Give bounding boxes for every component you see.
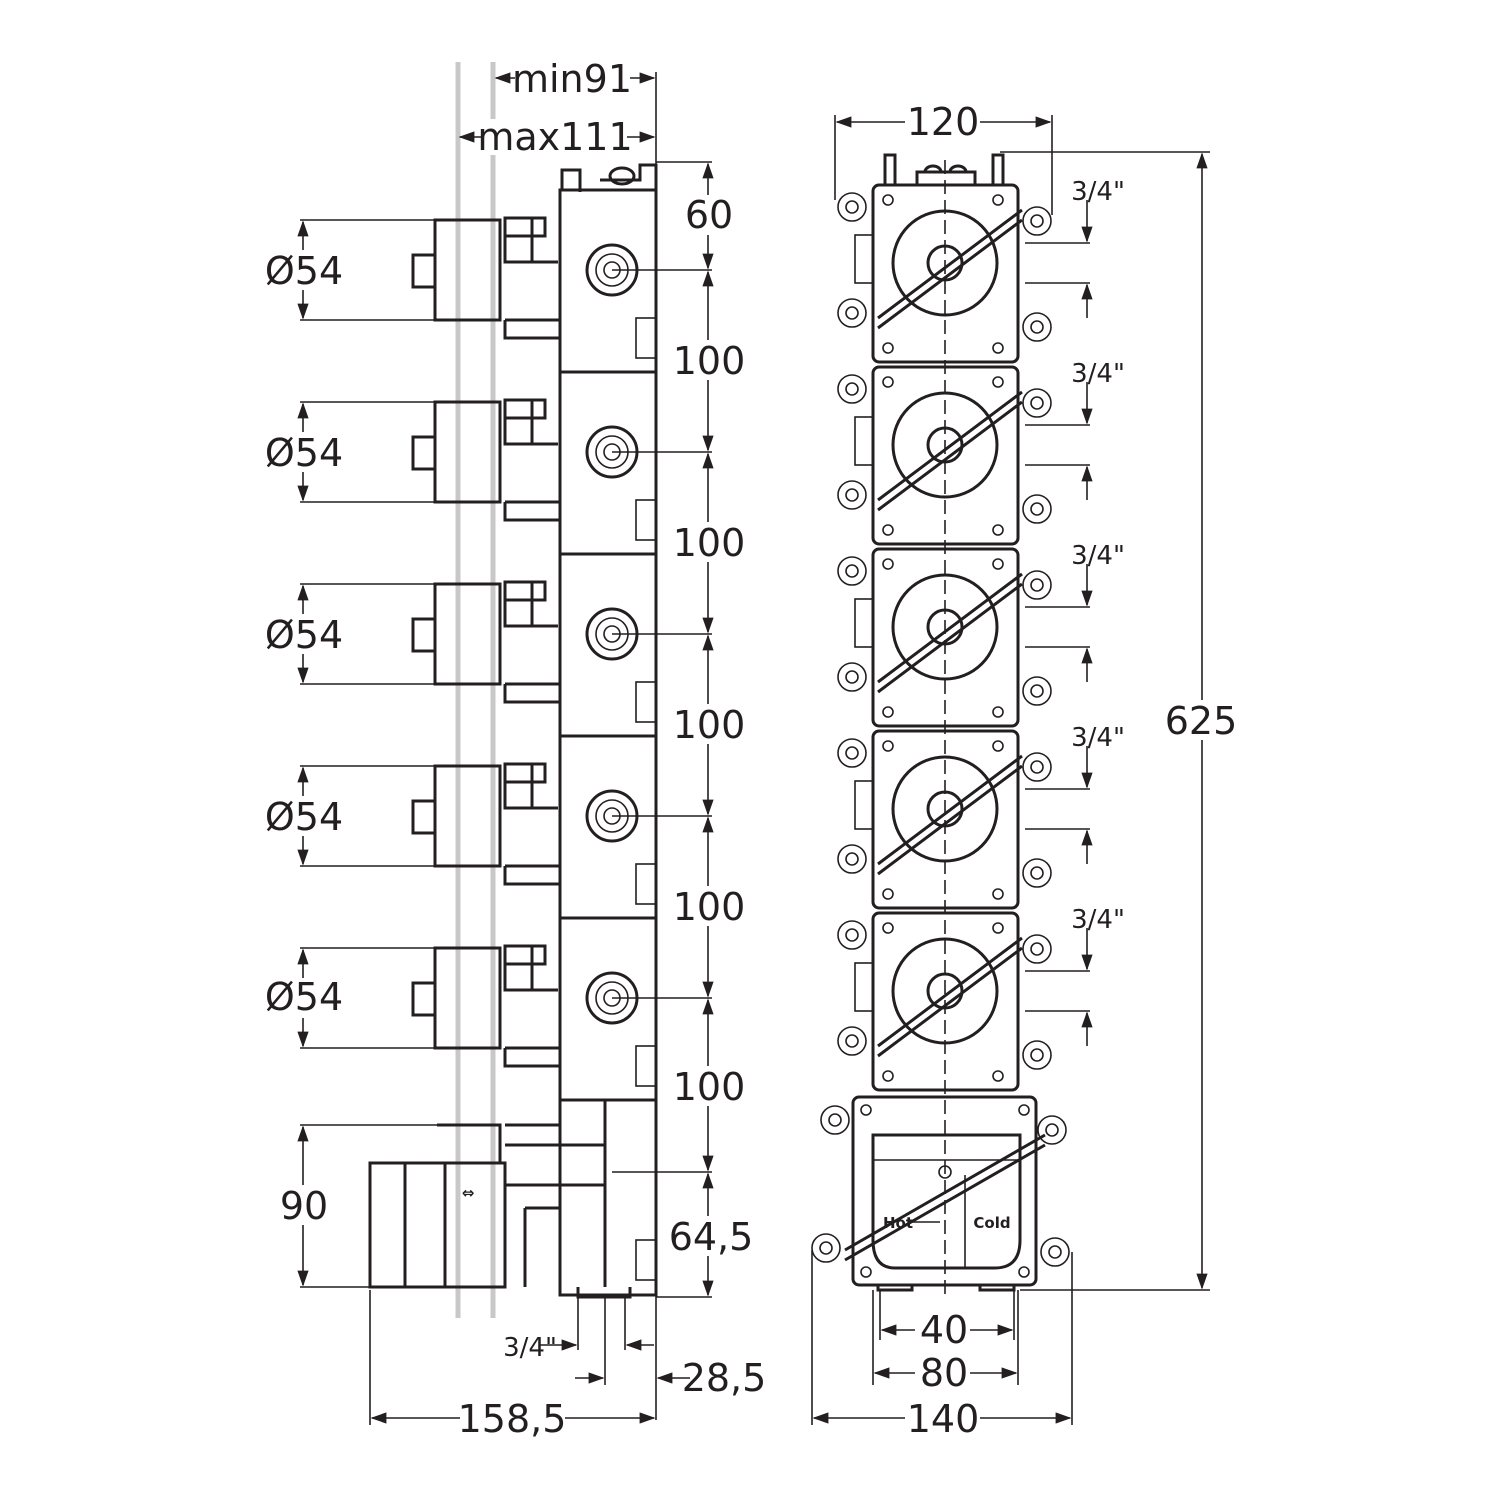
base-diverter: ⇔ xyxy=(368,1100,657,1299)
wall-max-label: max111 xyxy=(477,115,632,159)
inlet-spacing-label: 40 xyxy=(920,1308,968,1352)
spacing-label: 100 xyxy=(673,521,746,565)
valve-stem xyxy=(411,762,657,905)
wall-max-label-bg xyxy=(482,119,627,155)
front-view: Hot Cold xyxy=(811,100,1239,1441)
body-module xyxy=(558,916,658,1102)
valve-stem xyxy=(411,944,657,1087)
diameter-label: Ø54 xyxy=(265,975,343,1019)
total-height-label: 625 xyxy=(1165,699,1238,743)
bottom-offset-label: 64,5 xyxy=(669,1215,754,1259)
side-reference-lines xyxy=(300,161,712,1298)
side-label-backgrounds xyxy=(262,195,754,1256)
wall-min-label-bg xyxy=(515,60,630,96)
valve-stems xyxy=(411,216,657,1087)
front-modules xyxy=(837,183,1052,1092)
valve-stem xyxy=(411,580,657,723)
diameter-label: Ø54 xyxy=(265,795,343,839)
valve-stem xyxy=(411,398,657,541)
depth-total-label-bg xyxy=(460,1398,565,1438)
spacing-label: 100 xyxy=(673,885,746,929)
depth-small-label: 28,5 xyxy=(682,1356,767,1400)
thread-label: 3/4" xyxy=(1071,905,1125,935)
diameter-label: Ø54 xyxy=(265,431,343,475)
spacing-label: 100 xyxy=(673,339,746,383)
thread-label: 3/4" xyxy=(503,1333,557,1363)
top-offset-label: 60 xyxy=(685,193,733,237)
spacing-label: 100 xyxy=(673,703,746,747)
body-top-cap xyxy=(560,163,658,192)
depth-total-label: 158,5 xyxy=(458,1397,567,1441)
wall-min-label: min91 xyxy=(512,57,632,101)
valve-stem xyxy=(411,216,657,359)
front-module xyxy=(837,729,1052,910)
diameter-label: Ø54 xyxy=(265,613,343,657)
front-label-backgrounds xyxy=(905,102,1239,1438)
top-width-label: 120 xyxy=(907,100,980,144)
thread-label: 3/4" xyxy=(1071,541,1125,571)
svg-text:⇔: ⇔ xyxy=(462,1184,475,1202)
thread-label: 3/4" xyxy=(1071,359,1125,389)
thread-label: 3/4" xyxy=(1071,177,1125,207)
body-module xyxy=(558,370,658,556)
front-module xyxy=(837,911,1052,1092)
diameter-label: Ø54 xyxy=(265,249,343,293)
body-module xyxy=(558,734,658,920)
thread-label: 3/4" xyxy=(1071,723,1125,753)
front-module xyxy=(837,365,1052,546)
body-module xyxy=(558,552,658,738)
base-height-label: 90 xyxy=(280,1184,328,1228)
spacing-label: 100 xyxy=(673,1065,746,1109)
body-modules xyxy=(558,188,658,1297)
body-base-module xyxy=(558,1098,658,1297)
hot-label: Hot xyxy=(883,1214,913,1232)
top-fittings xyxy=(883,153,1005,185)
body-module xyxy=(558,188,658,374)
cold-label: Cold xyxy=(973,1214,1010,1232)
base-width-label: 140 xyxy=(907,1397,980,1441)
side-view: min91 max111 xyxy=(262,57,766,1441)
front-base-box: Hot Cold xyxy=(811,1095,1070,1292)
inlet-outer-label: 80 xyxy=(920,1351,968,1395)
front-module xyxy=(837,547,1052,728)
front-module xyxy=(837,183,1052,364)
thread-callouts xyxy=(1025,200,1093,1046)
